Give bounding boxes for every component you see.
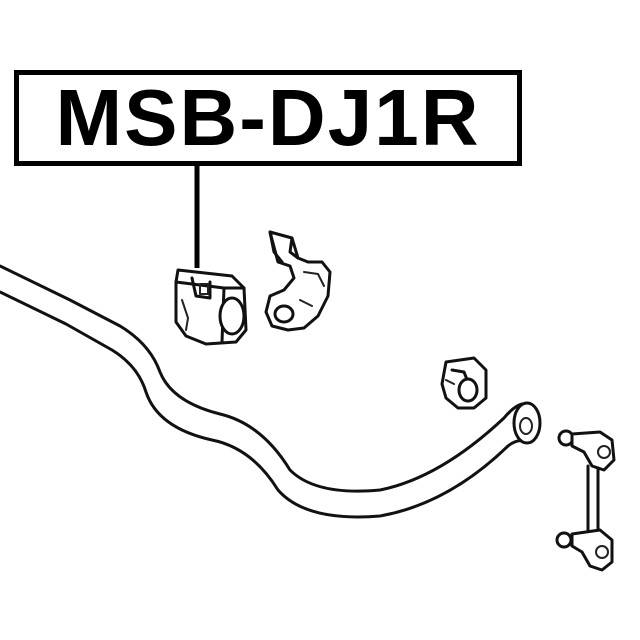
- end-bushing[interactable]: [440, 356, 488, 410]
- stabilizer-bushing[interactable]: [174, 268, 248, 346]
- bushing-bracket[interactable]: [264, 230, 332, 332]
- part-number-callout: MSB-DJ1R: [14, 70, 522, 166]
- part-number-text: MSB-DJ1R: [55, 73, 481, 162]
- stabilizer-link[interactable]: [555, 429, 616, 572]
- stabilizer-bar[interactable]: [0, 264, 542, 519]
